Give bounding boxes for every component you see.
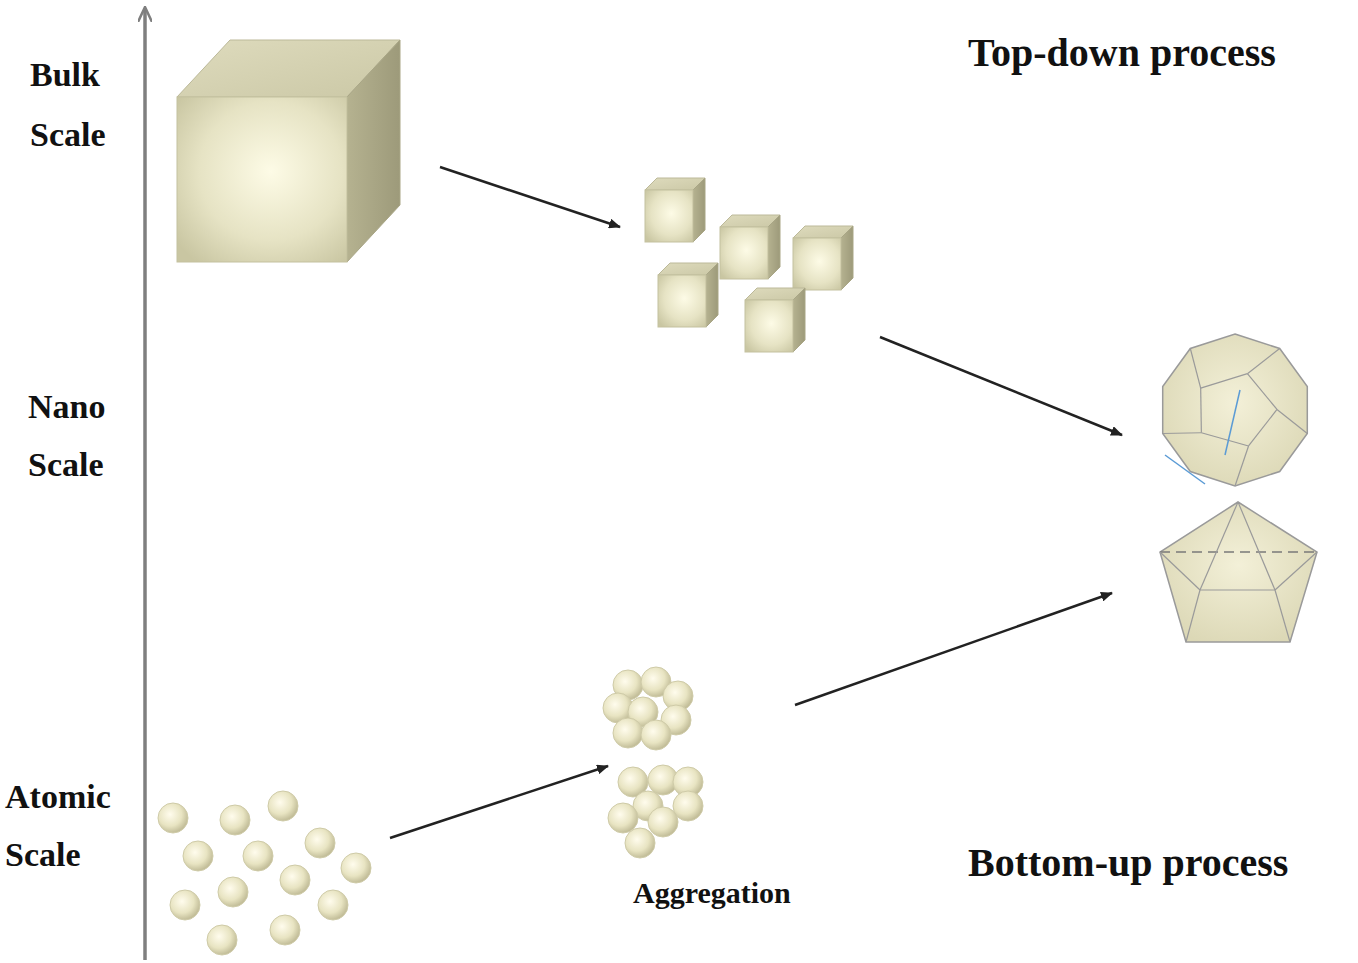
process-arrows — [390, 167, 1122, 838]
step-label: Aggregation — [633, 873, 791, 913]
polyhedron-pentagon — [1160, 502, 1317, 642]
scale-axis — [143, 8, 147, 960]
scale-label: Atomic Scale — [5, 768, 140, 884]
bulk-cube — [177, 40, 400, 262]
process-title: Top-down process — [968, 28, 1276, 78]
scale-label: Bulk Scale — [30, 45, 140, 165]
polyhedron-decagon — [1163, 334, 1308, 486]
scale-label: Nano Scale — [28, 378, 138, 494]
nano-cubes — [645, 178, 853, 352]
process-title: Bottom-up process — [968, 838, 1288, 888]
atoms — [158, 667, 703, 955]
